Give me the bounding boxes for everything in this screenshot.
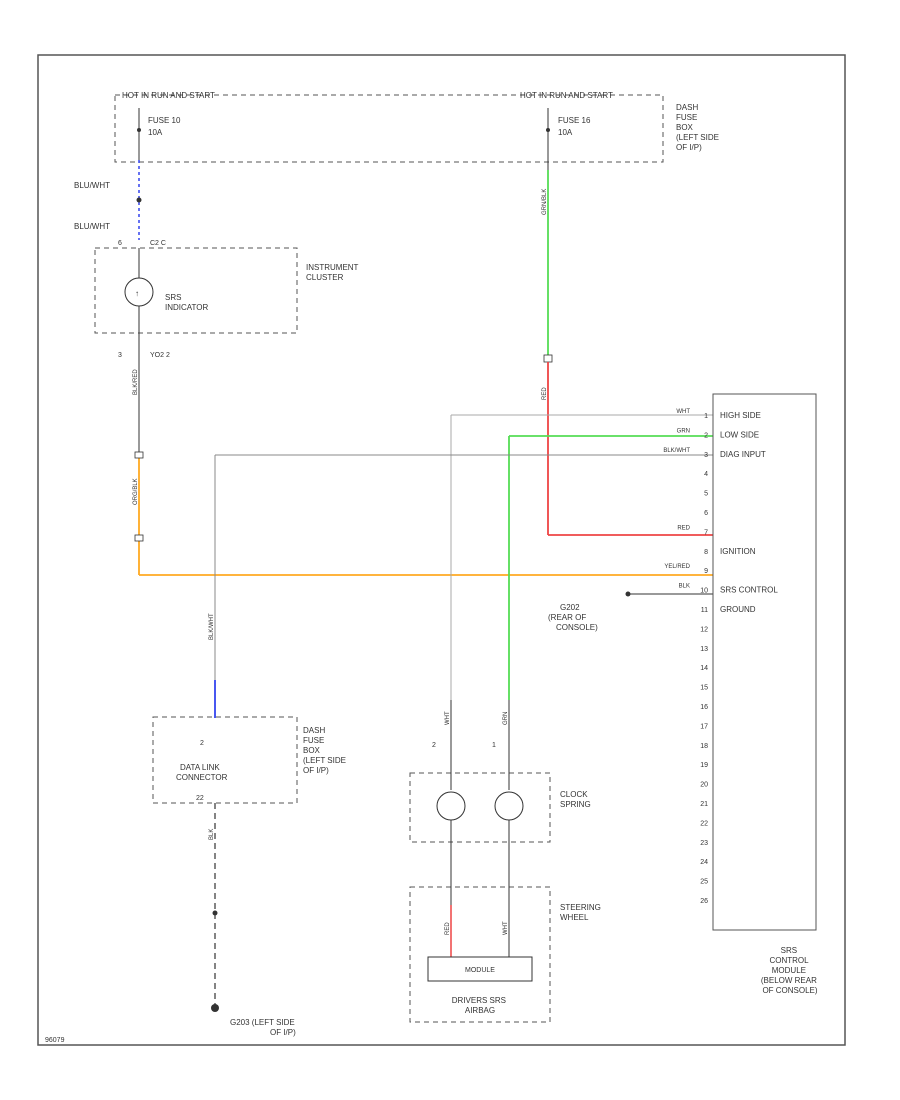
wire-label-wht-airbag: WHT — [503, 921, 509, 935]
module-pin-number: 11 — [701, 607, 708, 614]
wire-label-red-vertical: RED — [542, 387, 548, 400]
connector-grn-bottom — [543, 354, 553, 363]
srs-indicator-lamp — [124, 277, 154, 307]
module-pin-number: 22 — [700, 820, 708, 827]
module-pin-function: GROUND — [720, 605, 756, 614]
module-pin-number: 5 — [704, 491, 708, 498]
module-pin-number: 9 — [704, 568, 708, 575]
module-wire-color: YEL/RED — [664, 564, 690, 570]
splice-dot-dlc-1 — [212, 910, 218, 916]
module-pin-number: 18 — [700, 743, 708, 750]
module-pin-number: 7 — [704, 529, 708, 536]
wire-label-grn-blk-vertical: GRN/BLK — [542, 189, 548, 215]
hot-in-run-label-right: HOT IN RUN AND START — [520, 91, 613, 100]
module-pin-number: 14 — [700, 665, 708, 672]
steering-wheel-label: STEERING WHEEL — [560, 903, 603, 922]
module-pin-number: 6 — [704, 510, 708, 517]
airbag-module-label: MODULE — [465, 967, 495, 974]
wire-label-org-vertical: ORG/BLK — [133, 478, 139, 505]
hot-in-run-label-left: HOT IN RUN AND START — [122, 91, 215, 100]
module-pin-number: 20 — [700, 782, 708, 789]
module-pin-number: 26 — [700, 898, 708, 905]
module-pin-number: 19 — [700, 762, 708, 769]
fuse-right-rating: 10A — [558, 128, 573, 137]
module-pin-number: 25 — [700, 879, 708, 886]
dlc-pin-bottom: 22 — [196, 795, 204, 802]
footer-code: 96079 — [45, 1037, 65, 1044]
module-pin-number: 16 — [700, 704, 708, 711]
module-pin-number: 23 — [700, 840, 708, 847]
dash-fuse-box-mid-label: DASH FUSE BOX (LEFT SIDE OF I/P) — [303, 726, 348, 775]
lamp-symbol: ↑ — [135, 289, 139, 298]
module-wire-color: GRN — [677, 428, 690, 434]
ground-g203-label: G203 (LEFT SIDE OF I/P) — [230, 1018, 297, 1037]
clock-spring-outline — [409, 772, 551, 843]
fuse-left-rating: 10A — [148, 128, 163, 137]
clock-spring-coil-right — [494, 791, 524, 821]
ground-g203-terminal — [211, 1004, 219, 1012]
module-pin-number: 17 — [700, 723, 708, 730]
clock-spring-label: CLOCK SPRING — [560, 790, 591, 809]
module-wire-color: BLK — [679, 584, 690, 590]
wire-label-blk-wht-vertical: BLK/WHT — [209, 613, 215, 640]
wire-label-wht-clock: WHT — [445, 711, 451, 725]
module-pin-number: 21 — [700, 801, 708, 808]
instrument-cluster-label: INSTRUMENT CLUSTER — [306, 263, 361, 282]
module-pin-number: 3 — [704, 452, 708, 459]
fuse-right: FUSE 16 10A — [546, 116, 591, 137]
module-pin-number: 10 — [700, 588, 708, 595]
diagram-frame — [37, 54, 846, 1046]
module-pin-function: LOW SIDE — [720, 430, 759, 439]
wire-label-blk-red-vertical: BLK/RED — [133, 369, 139, 395]
ground-g202-label: G202 (REAR OF CONSOLE) — [548, 603, 598, 632]
wire-label-blu-wht-1: BLU/WHT — [74, 181, 110, 190]
clock-spring-pin-right: 1 — [492, 742, 496, 749]
module-pin-number: 4 — [704, 471, 708, 478]
module-pin-number: 24 — [700, 859, 708, 866]
module-wire-color: BLK/WHT — [663, 448, 690, 454]
wire-label-red-airbag: RED — [445, 922, 451, 935]
wire-label-grn-clock: GRN — [503, 712, 509, 725]
module-pin-number: 15 — [700, 685, 708, 692]
module-pin-number: 2 — [704, 432, 708, 439]
cluster-connector-top: C2 C — [150, 240, 166, 247]
cluster-pin-top: 6 — [118, 240, 122, 247]
dlc-label: DATA LINK CONNECTOR — [176, 763, 228, 782]
dash-fuse-box-top-label: DASH FUSE BOX (LEFT SIDE OF I/P) — [676, 103, 721, 152]
module-pin-function: SRS CONTROL — [720, 586, 778, 595]
data-link-connector-outline — [152, 716, 298, 804]
cluster-connector-bottom: YO2 2 — [150, 352, 170, 359]
module-pin-number: 13 — [700, 646, 708, 653]
srs-module-pin-rows: 1 WHT HIGH SIDE 2 GRN LOW SIDE 3 BLK/WHT DIAG IN… — [663, 409, 778, 905]
module-pin-number: 8 — [704, 549, 708, 556]
module-pin-function: DIAG INPUT — [720, 450, 766, 459]
fuse-left-name: FUSE 10 — [148, 116, 181, 125]
dash-fuse-box-top-outline — [114, 94, 664, 163]
module-wire-color: WHT — [676, 409, 690, 415]
wire-label-blu-wht-2: BLU/WHT — [74, 222, 110, 231]
steering-wheel-outline — [409, 886, 551, 1023]
module-wire-color: RED — [677, 525, 690, 531]
srs-control-module-label: SRS CONTROL MODULE (BELOW REAR OF CONSOL… — [761, 946, 819, 995]
module-pin-function: HIGH SIDE — [720, 411, 761, 420]
connector-org-top — [134, 451, 144, 459]
module-pin-number: 12 — [700, 626, 708, 633]
clock-spring-pin-left: 2 — [432, 742, 436, 749]
drivers-airbag-label: DRIVERS SRS AIRBAG — [452, 996, 508, 1015]
fuse-left: FUSE 10 10A — [137, 116, 181, 137]
clock-spring-coil-left — [436, 791, 466, 821]
srs-indicator-label: SRS INDICATOR — [165, 293, 208, 312]
module-pin-function: IGNITION — [720, 547, 756, 556]
airbag-module-box — [427, 956, 533, 982]
fuse-right-name: FUSE 16 — [558, 116, 591, 125]
splice-dot-upper — [136, 197, 142, 203]
module-pin-number: 1 — [704, 413, 708, 420]
srs-control-module — [712, 393, 817, 931]
cluster-pin-bottom: 3 — [118, 352, 122, 359]
dlc-pin-top: 2 — [200, 740, 204, 747]
wire-label-blk-dlc-low: BLK — [209, 829, 215, 840]
instrument-cluster-outline — [94, 247, 298, 334]
connector-org-bottom — [134, 534, 144, 542]
